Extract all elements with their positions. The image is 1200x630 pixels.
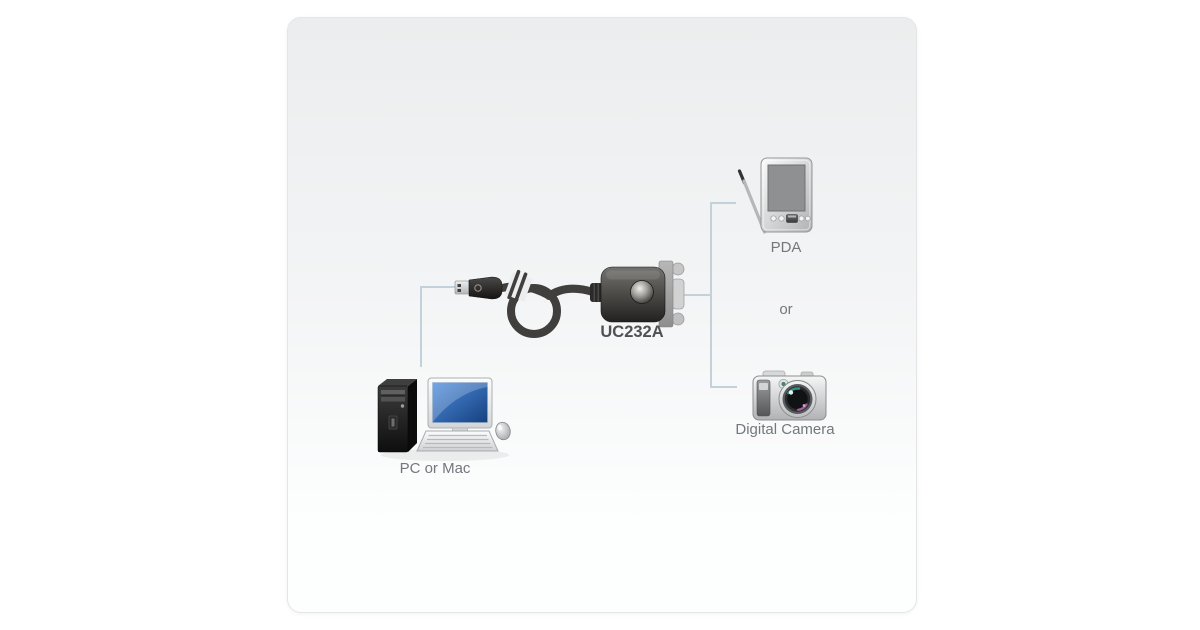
adapter-model-label: UC232A	[600, 323, 664, 341]
desktop-computer-icon	[377, 377, 511, 461]
pda-body	[760, 157, 813, 233]
connector-line-pda-horizontal	[710, 202, 736, 204]
usb-plug-icon	[454, 276, 503, 300]
usb-serial-adapter-icon	[454, 260, 685, 338]
pda-screen	[767, 164, 806, 212]
or-label: or	[779, 301, 793, 318]
camera-label: Digital Camera	[735, 421, 835, 438]
tower-icon	[377, 379, 417, 453]
connector-line-serial-horizontal	[680, 294, 711, 296]
computer-label: PC or Mac	[399, 460, 471, 477]
connector-line-usb-horizontal	[420, 286, 456, 288]
digital-camera-icon	[752, 370, 827, 421]
serial-connector-icon	[671, 278, 685, 310]
connector-line-branch-vertical	[710, 202, 712, 388]
keyboard-icon	[416, 430, 499, 452]
connector-line-usb-vertical	[420, 286, 422, 367]
pda-label: PDA	[770, 239, 802, 256]
pda-icon	[737, 157, 813, 234]
converter-led	[630, 280, 654, 304]
mouse-icon	[495, 421, 511, 441]
monitor-icon	[427, 377, 493, 446]
converter-body	[590, 260, 685, 328]
connector-line-camera-horizontal	[710, 386, 737, 388]
usb-cable	[498, 269, 597, 338]
cable-break-icon	[504, 269, 533, 302]
camera-lens	[778, 380, 817, 418]
